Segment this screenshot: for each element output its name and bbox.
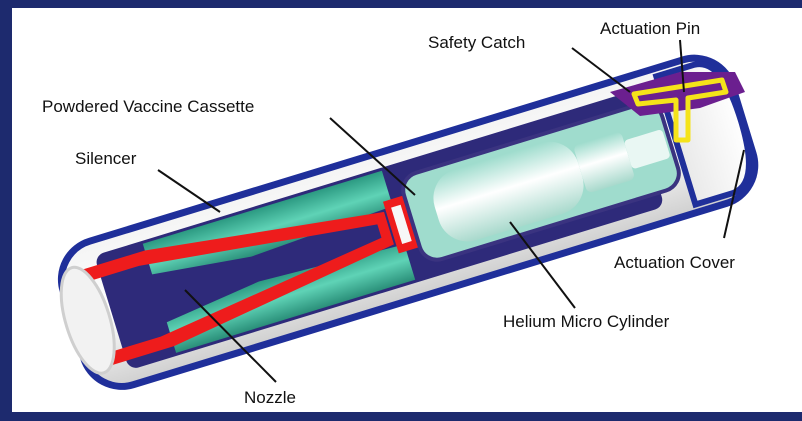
- label-actuation-pin: Actuation Pin: [600, 19, 700, 38]
- device-cutaway-diagram: Safety Catch Actuation Pin Powdered Vacc…: [12, 8, 802, 412]
- frame-top-border: [0, 0, 802, 8]
- label-powdered-vaccine-cassette: Powdered Vaccine Cassette: [42, 97, 254, 116]
- label-helium-micro-cylinder: Helium Micro Cylinder: [503, 312, 670, 331]
- label-nozzle: Nozzle: [244, 388, 296, 407]
- label-safety-catch: Safety Catch: [428, 33, 525, 52]
- diagram-canvas: Safety Catch Actuation Pin Powdered Vacc…: [12, 8, 802, 412]
- frame-left-border: [0, 0, 12, 421]
- label-actuation-cover: Actuation Cover: [614, 253, 735, 272]
- leader-silencer: [158, 170, 220, 212]
- frame-bottom-border: [0, 412, 802, 421]
- label-silencer: Silencer: [75, 149, 137, 168]
